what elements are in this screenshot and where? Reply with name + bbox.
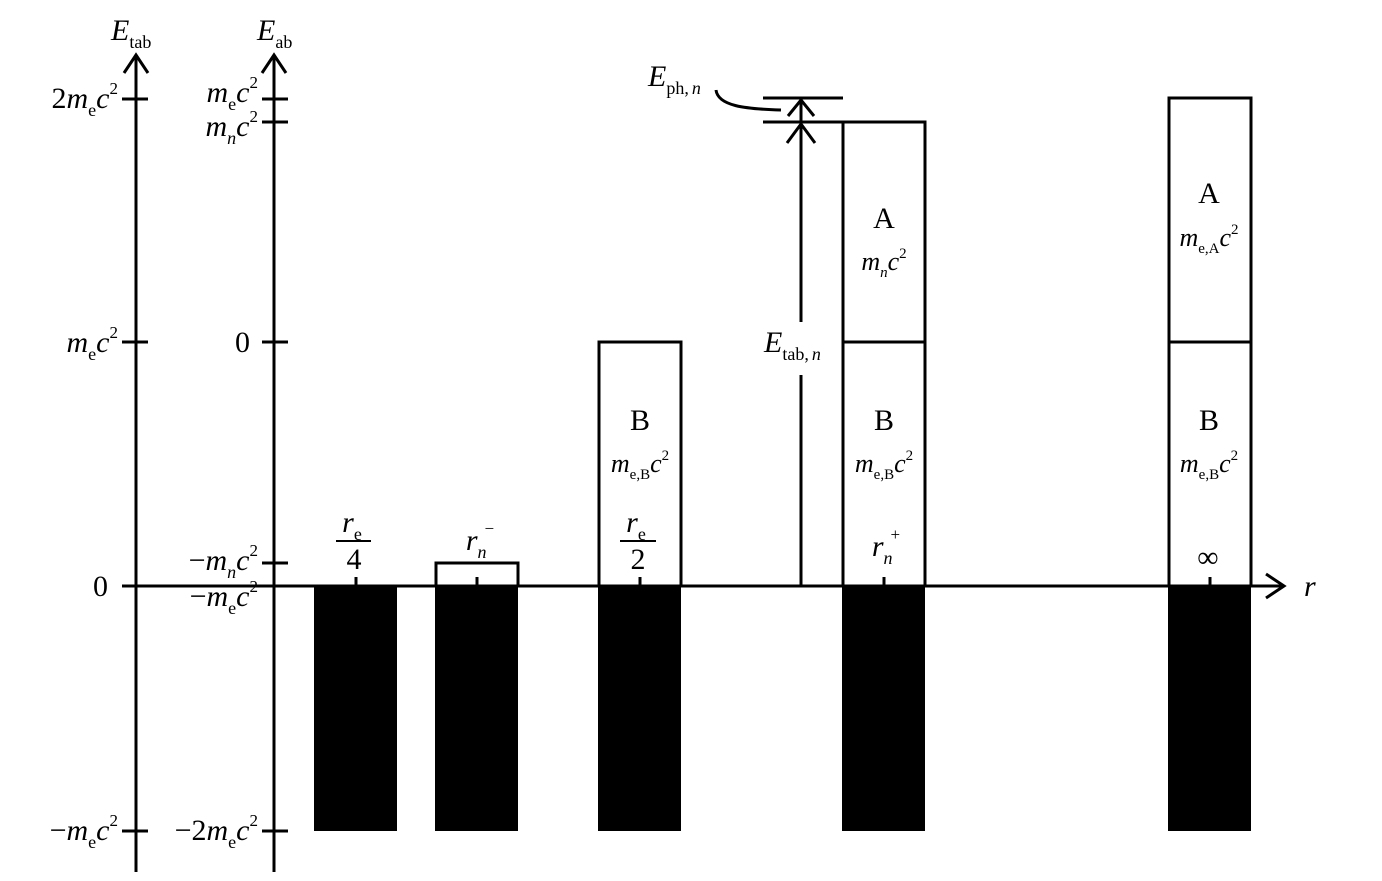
e-ab-label-neg-mnc2: −mnc2: [189, 541, 258, 582]
e-ph-n-label: Eph,n: [647, 60, 701, 98]
box-b-re2-mass: me,Bc2: [611, 448, 669, 483]
position-label-rn-minus: rn−: [466, 519, 494, 562]
svg-text:rn−: rn−: [466, 519, 494, 562]
energy-arrows: [714, 89, 843, 586]
svg-text:rn+: rn+: [872, 525, 900, 568]
e-ph-n-leader: [714, 89, 782, 112]
position-label-rn-plus: rn+: [872, 525, 900, 568]
e-ab-label-neg-mec2: −mec2: [190, 577, 258, 618]
box-a-infinity-mass: me,Ac2: [1179, 222, 1238, 257]
e-tab-label-2mec2: 2mec2: [52, 79, 119, 120]
filled-bar-rn-plus: [842, 586, 925, 831]
position-ticks: [354, 577, 1212, 586]
box-b-re2-letter: B: [630, 404, 650, 437]
e-ab-label-mec2: mec2: [207, 73, 259, 114]
filled-bars: [314, 586, 1251, 831]
box-b-infinity-mass: me,Bc2: [1180, 448, 1238, 483]
r-axis-title: r: [1304, 570, 1316, 603]
filled-bar-infinity: [1168, 586, 1251, 831]
e-ph-n-arrowhead: [786, 97, 816, 117]
position-label-infinity: ∞: [1197, 541, 1218, 574]
open-boxes: [434, 96, 1253, 588]
box-b-rn-plus-letter: B: [874, 404, 894, 437]
box-b-rn-plus-mass: me,Bc2: [855, 448, 913, 483]
svg-text:4: 4: [347, 543, 362, 576]
axes: [122, 52, 1287, 872]
filled-bar-re2: [598, 586, 681, 831]
box-a-infinity: [1167, 96, 1253, 344]
box-a-rn-plus: [841, 120, 927, 344]
filled-bar-re4: [314, 586, 397, 831]
e-ab-label-neg-2mec2: −2mec2: [175, 811, 258, 852]
e-ab-axis-arrow: [260, 52, 288, 74]
r-axis-arrow: [1265, 572, 1287, 600]
e-tab-label-mec2: mec2: [67, 323, 119, 364]
box-a-infinity-letter: A: [1198, 177, 1220, 210]
position-label-re-over-2: re 2: [620, 506, 656, 576]
e-tab-n-label: Etab,n: [763, 326, 821, 364]
box-b-infinity-letter: B: [1199, 404, 1219, 437]
e-tab-n-arrowhead: [785, 121, 817, 144]
box-a-rn-plus-mass: mnc2: [861, 246, 906, 281]
svg-text:re: re: [342, 506, 362, 544]
e-tab-label-neg-mec2: −mec2: [50, 811, 118, 852]
e-tab-axis-arrow: [122, 52, 150, 74]
e-ab-label-zero: 0: [235, 326, 250, 359]
position-label-re-over-4: re 4: [336, 506, 371, 576]
e-tab-label-zero: 0: [93, 570, 108, 603]
box-a-rn-plus-letter: A: [873, 202, 895, 235]
e-ab-label-mnc2: mnc2: [206, 107, 259, 148]
filled-bar-rn-minus: [435, 586, 518, 831]
svg-text:2: 2: [631, 543, 646, 576]
svg-text:re: re: [626, 506, 646, 544]
e-tab-axis-title: Etab: [110, 14, 151, 52]
e-ab-axis-title: Eab: [256, 14, 292, 52]
